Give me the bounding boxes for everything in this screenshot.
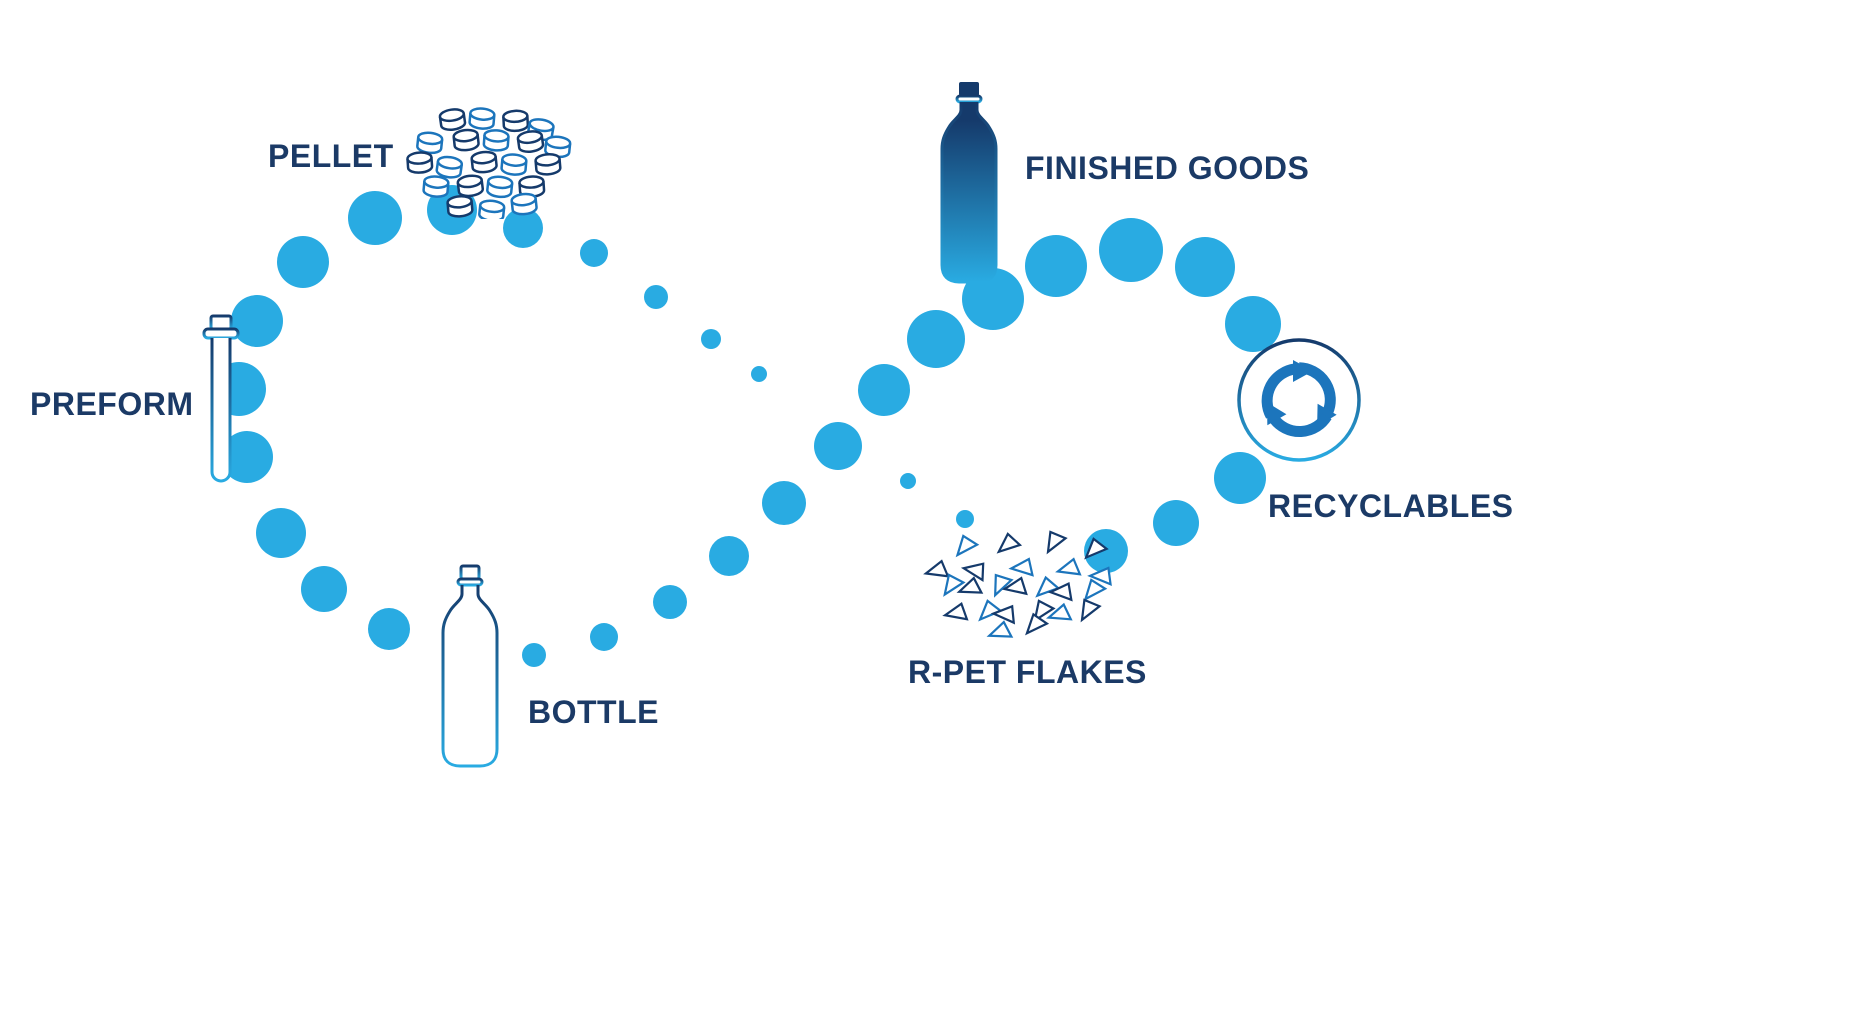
label-rpet-flakes: R-PET FLAKES xyxy=(908,654,1147,690)
loop-dot xyxy=(701,329,721,349)
loop-dot xyxy=(277,236,329,288)
label-recyclables: RECYCLABLES xyxy=(1268,488,1514,524)
loop-dot xyxy=(1153,500,1199,546)
loop-dot xyxy=(1099,218,1163,282)
loop-dot xyxy=(522,643,546,667)
label-bottle: BOTTLE xyxy=(528,694,659,730)
loop-dot xyxy=(1025,235,1087,297)
loop-dot xyxy=(1225,296,1281,352)
loop-dot xyxy=(762,481,806,525)
pellet-pile-icon xyxy=(405,106,572,219)
label-finished-goods: FINISHED GOODS xyxy=(1025,150,1310,186)
loop-dot xyxy=(1214,452,1266,504)
loop-dot xyxy=(231,295,283,347)
finished-goods-bottle-icon xyxy=(940,82,998,284)
loop-dot xyxy=(256,508,306,558)
loop-dot xyxy=(858,364,910,416)
label-preform: PREFORM xyxy=(30,386,194,422)
rpet-flakes-icon xyxy=(924,528,1119,638)
loop-dot xyxy=(653,585,687,619)
loop-dot xyxy=(900,473,916,489)
loop-dot xyxy=(590,623,618,651)
loop-dot xyxy=(580,239,608,267)
loop-dot xyxy=(368,608,410,650)
loop-dot xyxy=(814,422,862,470)
loop-dot xyxy=(644,285,668,309)
bottle-outline-icon xyxy=(441,564,499,768)
label-pellet: PELLET xyxy=(268,138,394,174)
preform-tube-icon xyxy=(202,314,240,483)
loop-dot xyxy=(907,310,965,368)
loop-dot xyxy=(709,536,749,576)
loop-dot xyxy=(1175,237,1235,297)
loop-dot xyxy=(751,366,767,382)
loop-dot xyxy=(348,191,402,245)
loop-dot xyxy=(956,510,974,528)
loop-dot xyxy=(301,566,347,612)
recycling-symbol-icon xyxy=(1237,338,1361,462)
